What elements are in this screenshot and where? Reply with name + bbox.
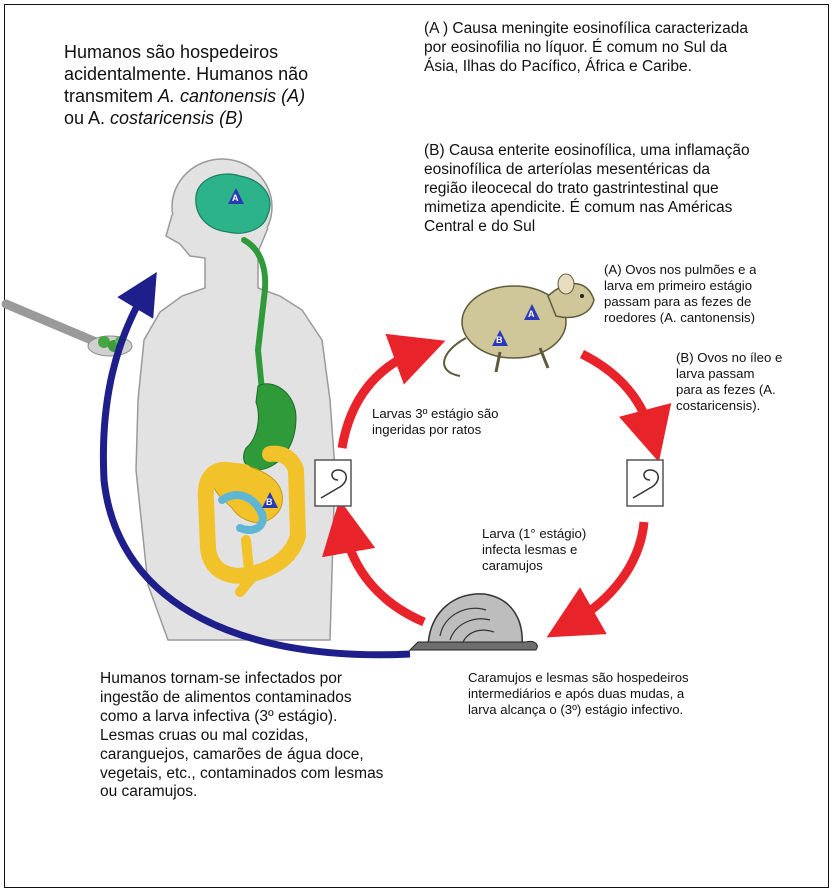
cycle-arrow-from-rat (582, 354, 652, 436)
rat-icon (444, 274, 594, 376)
snail-host-note: Caramujos e lesmas são hospedeiros inter… (468, 670, 689, 718)
larva-icon-left (315, 460, 351, 506)
badge-b-rat-label: B (496, 335, 503, 346)
rat-note-b: (B) Ovos no íleo e larva passam para as … (676, 350, 782, 414)
spoon-icon (6, 304, 132, 356)
note-b-enteritis: (B) Causa enterite eosinofílica, uma inf… (424, 142, 750, 242)
snail-icon (410, 594, 537, 650)
cycle-arrow-from-snail (344, 526, 424, 622)
larva-rats-label: Larvas 3º estágio são ingeridas por rato… (372, 406, 499, 438)
larva-snails-label: Larva (1° estágio) infecta lesmas e cara… (482, 526, 586, 574)
accidental-host-note: Humanos são hospedeiros acidentalmente. … (64, 42, 308, 130)
human-infection-note: Humanos tornam-se infectados por ingestã… (100, 670, 383, 802)
rat-note-a: (A) Ovos nos pulmões e a larva em primei… (604, 262, 756, 324)
larva-icon-right (627, 460, 663, 506)
badge-a-rat-label: A (528, 309, 535, 320)
badge-a-brain-label: A (232, 193, 239, 204)
badge-b-intestine-label: B (266, 497, 273, 508)
note-a-meningitis: (A ) Causa meningite eosinofílica caract… (424, 20, 748, 77)
